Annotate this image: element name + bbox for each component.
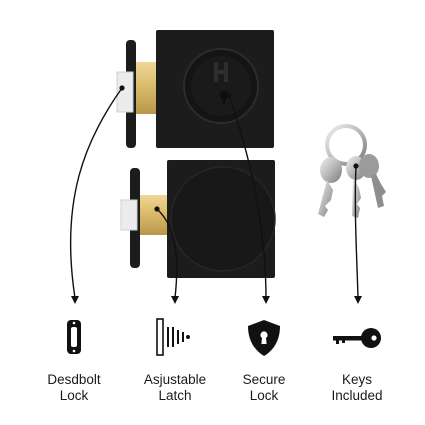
feature-deadbolt-line2: Lock: [59, 388, 89, 403]
deadbolt-brass-housing: [136, 62, 158, 114]
feature-label-keys: Keys Included: [307, 372, 407, 404]
feature-latch-line2: Latch: [158, 388, 192, 403]
key-ring: [325, 124, 367, 166]
feature-latch-line1: Asjustable: [143, 372, 207, 387]
shield-keyhole-icon: [248, 320, 280, 356]
arrow-heads: [71, 296, 362, 304]
deadbolt-plate-icon: [67, 320, 81, 354]
feature-deadbolt-line1: Desdbolt: [47, 372, 101, 387]
arrow-secure: [228, 94, 267, 299]
latch-assembly: [120, 160, 276, 278]
deadbolt-bolt: [116, 71, 134, 113]
arrow-keys: [354, 165, 359, 299]
arrow-latch: [156, 208, 178, 299]
keys-illustration: [318, 124, 386, 218]
feature-label-deadbolt: Desdbolt Lock: [24, 372, 124, 404]
key-left: [318, 180, 333, 217]
keyhole-icon: [219, 90, 229, 100]
adjustable-latch-icon: [156, 318, 190, 356]
key-middle: [352, 178, 361, 218]
deadbolt-cylinder-face: [191, 56, 251, 116]
deadbolt-assembly: [116, 30, 274, 148]
privacy-knob: [170, 166, 276, 272]
feature-secure-line2: Lock: [249, 388, 279, 403]
feature-keys-line2: Included: [331, 388, 383, 403]
brand-logo-mark: [214, 62, 228, 82]
feature-secure-line1: Secure: [242, 372, 286, 387]
key-icon: [333, 328, 381, 348]
feature-label-latch: Asjustable Latch: [125, 372, 225, 404]
feature-keys-line1: Keys: [341, 372, 372, 387]
key-right: [371, 174, 386, 208]
feature-label-secure: Secure Lock: [214, 372, 314, 404]
arrow-deadbolt: [69, 87, 123, 299]
latch-bolt: [120, 199, 138, 231]
latch-brass-housing: [140, 195, 168, 235]
callout-arrows: [69, 87, 359, 299]
